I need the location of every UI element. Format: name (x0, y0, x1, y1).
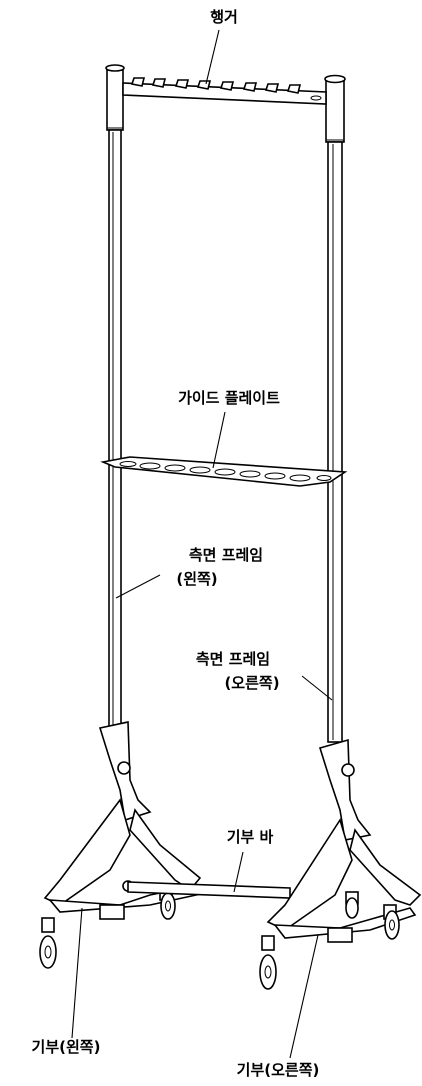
label-base-bar: 기부 바 (227, 828, 274, 846)
guide-plate (100, 456, 348, 487)
hanger-bar (122, 77, 327, 105)
label-base-left: 기부(왼쪽) (32, 1038, 101, 1056)
right-upright-post (324, 74, 346, 743)
base-right-leader (289, 934, 319, 1059)
side-frame-right-leader (301, 675, 333, 701)
label-base-right: 기부(오른쪽) (237, 1061, 320, 1079)
base-bar-leader (233, 851, 244, 893)
base-left-leader (71, 907, 83, 1039)
right-base (266, 738, 422, 943)
label-guide-plate: 가이드 플레이트 (178, 389, 280, 407)
label-hanger: 행거 (210, 8, 238, 26)
guide-plate-leader (212, 411, 226, 469)
hanger-hooks (130, 77, 302, 94)
hanger-leader (205, 29, 220, 85)
label-side-frame-left-line2: (왼쪽) (176, 570, 217, 588)
label-side-frame-right-line1: 측면 프레임 (196, 650, 270, 668)
label-side-frame-left-line1: 측면 프레임 (189, 546, 263, 564)
side-frame-left-leader (115, 574, 161, 599)
label-side-frame-right-line2: (오른쪽) (224, 674, 279, 692)
right-base-casters (259, 891, 400, 990)
left-upright-post (105, 64, 125, 741)
